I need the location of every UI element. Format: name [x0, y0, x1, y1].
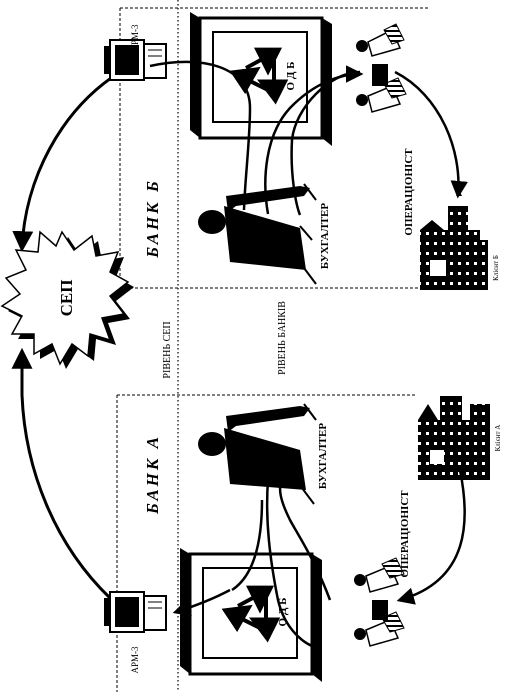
accountant-bottom-label: БУХГАЛТЕР	[317, 423, 329, 490]
odb-monitor-top: О Д Б	[190, 12, 332, 146]
odb-monitor-bottom: О Д Б	[180, 548, 322, 682]
accountant-top-label: БУХГАЛТЕР	[319, 203, 331, 270]
accountant-figure-top	[198, 183, 317, 285]
arm3-top-label: АРМ-3	[130, 24, 140, 52]
sep-starburst: СЕП	[0, 230, 134, 369]
operator-top-label: ОПЕРАЦІОНІСТ	[403, 148, 415, 236]
bank-a-title: БАНК А	[143, 434, 162, 515]
level-sep-label: РІВЕНЬ СЕП	[162, 321, 173, 378]
sep-loop-arrows	[11, 70, 121, 600]
bank-b-flow-arrows	[149, 60, 468, 216]
level-banks-label: РІВЕНЬ БАНКІВ	[277, 301, 288, 375]
odb-top-label: О Д Б	[285, 62, 297, 91]
bank-b-title: БАНК Б	[143, 178, 162, 258]
recycle-icon	[229, 47, 289, 105]
arm3-bottom-label: АРМ-3	[130, 646, 140, 674]
arm3-terminal-bottom	[104, 591, 167, 633]
bank-a-flow-arrows	[172, 469, 466, 650]
recycle-icon	[221, 585, 281, 643]
client-b-label: Клієнт Б	[492, 255, 500, 281]
accountant-figure-bottom	[198, 403, 317, 505]
operator-figure-bottom	[354, 557, 405, 647]
bank-a-frame	[116, 394, 415, 692]
operator-figure-top	[356, 23, 407, 113]
operator-bottom-label: ОПЕРАЦІОНІСТ	[399, 490, 411, 578]
client-a-city	[418, 396, 490, 480]
client-b-city	[420, 190, 488, 290]
client-a-label: Клієнт А	[494, 425, 502, 452]
arm3-terminal-top	[104, 39, 167, 81]
sep-label: СЕП	[57, 280, 76, 317]
